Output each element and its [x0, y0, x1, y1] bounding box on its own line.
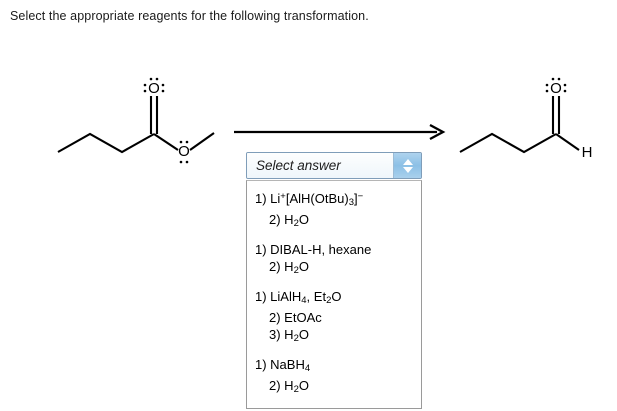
- option-line: 3) H2O: [269, 327, 309, 345]
- lone-pair-dot: [179, 160, 183, 164]
- lone-pair-dot: [161, 83, 165, 87]
- lone-pair-dot: [185, 140, 189, 144]
- lone-pair-dot: [563, 89, 567, 93]
- lone-pair-dot: [161, 89, 165, 93]
- lone-pair-dot: [143, 89, 147, 93]
- product-aldehyde-bond: [555, 133, 580, 151]
- option-line: 1) LiAlH4, Et2O: [255, 289, 342, 307]
- spinner-control[interactable]: [393, 153, 421, 178]
- lone-pair-dot: [149, 77, 153, 81]
- lone-pair-dot: [551, 77, 555, 81]
- lone-pair-dot: [143, 83, 147, 87]
- option-line: 1) DIBAL-H, hexane: [255, 242, 372, 258]
- reactant-methyl-bond: [189, 132, 215, 151]
- lone-pair-dot: [545, 83, 549, 87]
- product-structure: O H: [455, 72, 610, 167]
- reactant-ester-bond: [153, 133, 179, 151]
- select-placeholder[interactable]: Select answer: [247, 153, 393, 178]
- reactant-carbonyl-oxygen-label: O: [148, 80, 160, 97]
- reactant-ester-oxygen-label: O: [178, 143, 190, 160]
- lone-pair-dot: [155, 77, 159, 81]
- reactant-structure: O O: [50, 72, 240, 167]
- option-item[interactable]: 1) Li+[AlH(OtBu)3]− 2) H2O: [247, 188, 421, 232]
- option-line: 1) NaBH4: [255, 357, 311, 375]
- lone-pair-dot: [557, 77, 561, 81]
- select-control[interactable]: Select answer: [246, 152, 422, 179]
- reaction-arrow-icon: [234, 123, 449, 145]
- product-aldehyde-hydrogen-label: H: [582, 144, 593, 161]
- lone-pair-dot: [545, 89, 549, 93]
- lone-pair-dot: [179, 140, 183, 144]
- product-carbonyl-oxygen-label: O: [550, 80, 562, 97]
- lone-pair-dot: [563, 83, 567, 87]
- spinner-up-arrow-icon[interactable]: [402, 158, 413, 165]
- option-item[interactable]: 1) NaBH4 2) H2O: [247, 356, 421, 398]
- option-line: 2) H2O: [269, 259, 309, 277]
- reactant-carbon-chain: [57, 132, 155, 154]
- page-title: Select the appropriate reagents for the …: [10, 9, 369, 23]
- spinner-down-arrow-icon[interactable]: [402, 166, 413, 173]
- option-line: 1) Li+[AlH(OtBu)3]−: [255, 190, 364, 209]
- lone-pair-dot: [185, 160, 189, 164]
- product-carbon-chain: [459, 132, 557, 154]
- option-line: 2) H2O: [269, 378, 309, 396]
- option-line: 2) EtOAc: [269, 310, 322, 326]
- option-line: 2) H2O: [269, 212, 309, 230]
